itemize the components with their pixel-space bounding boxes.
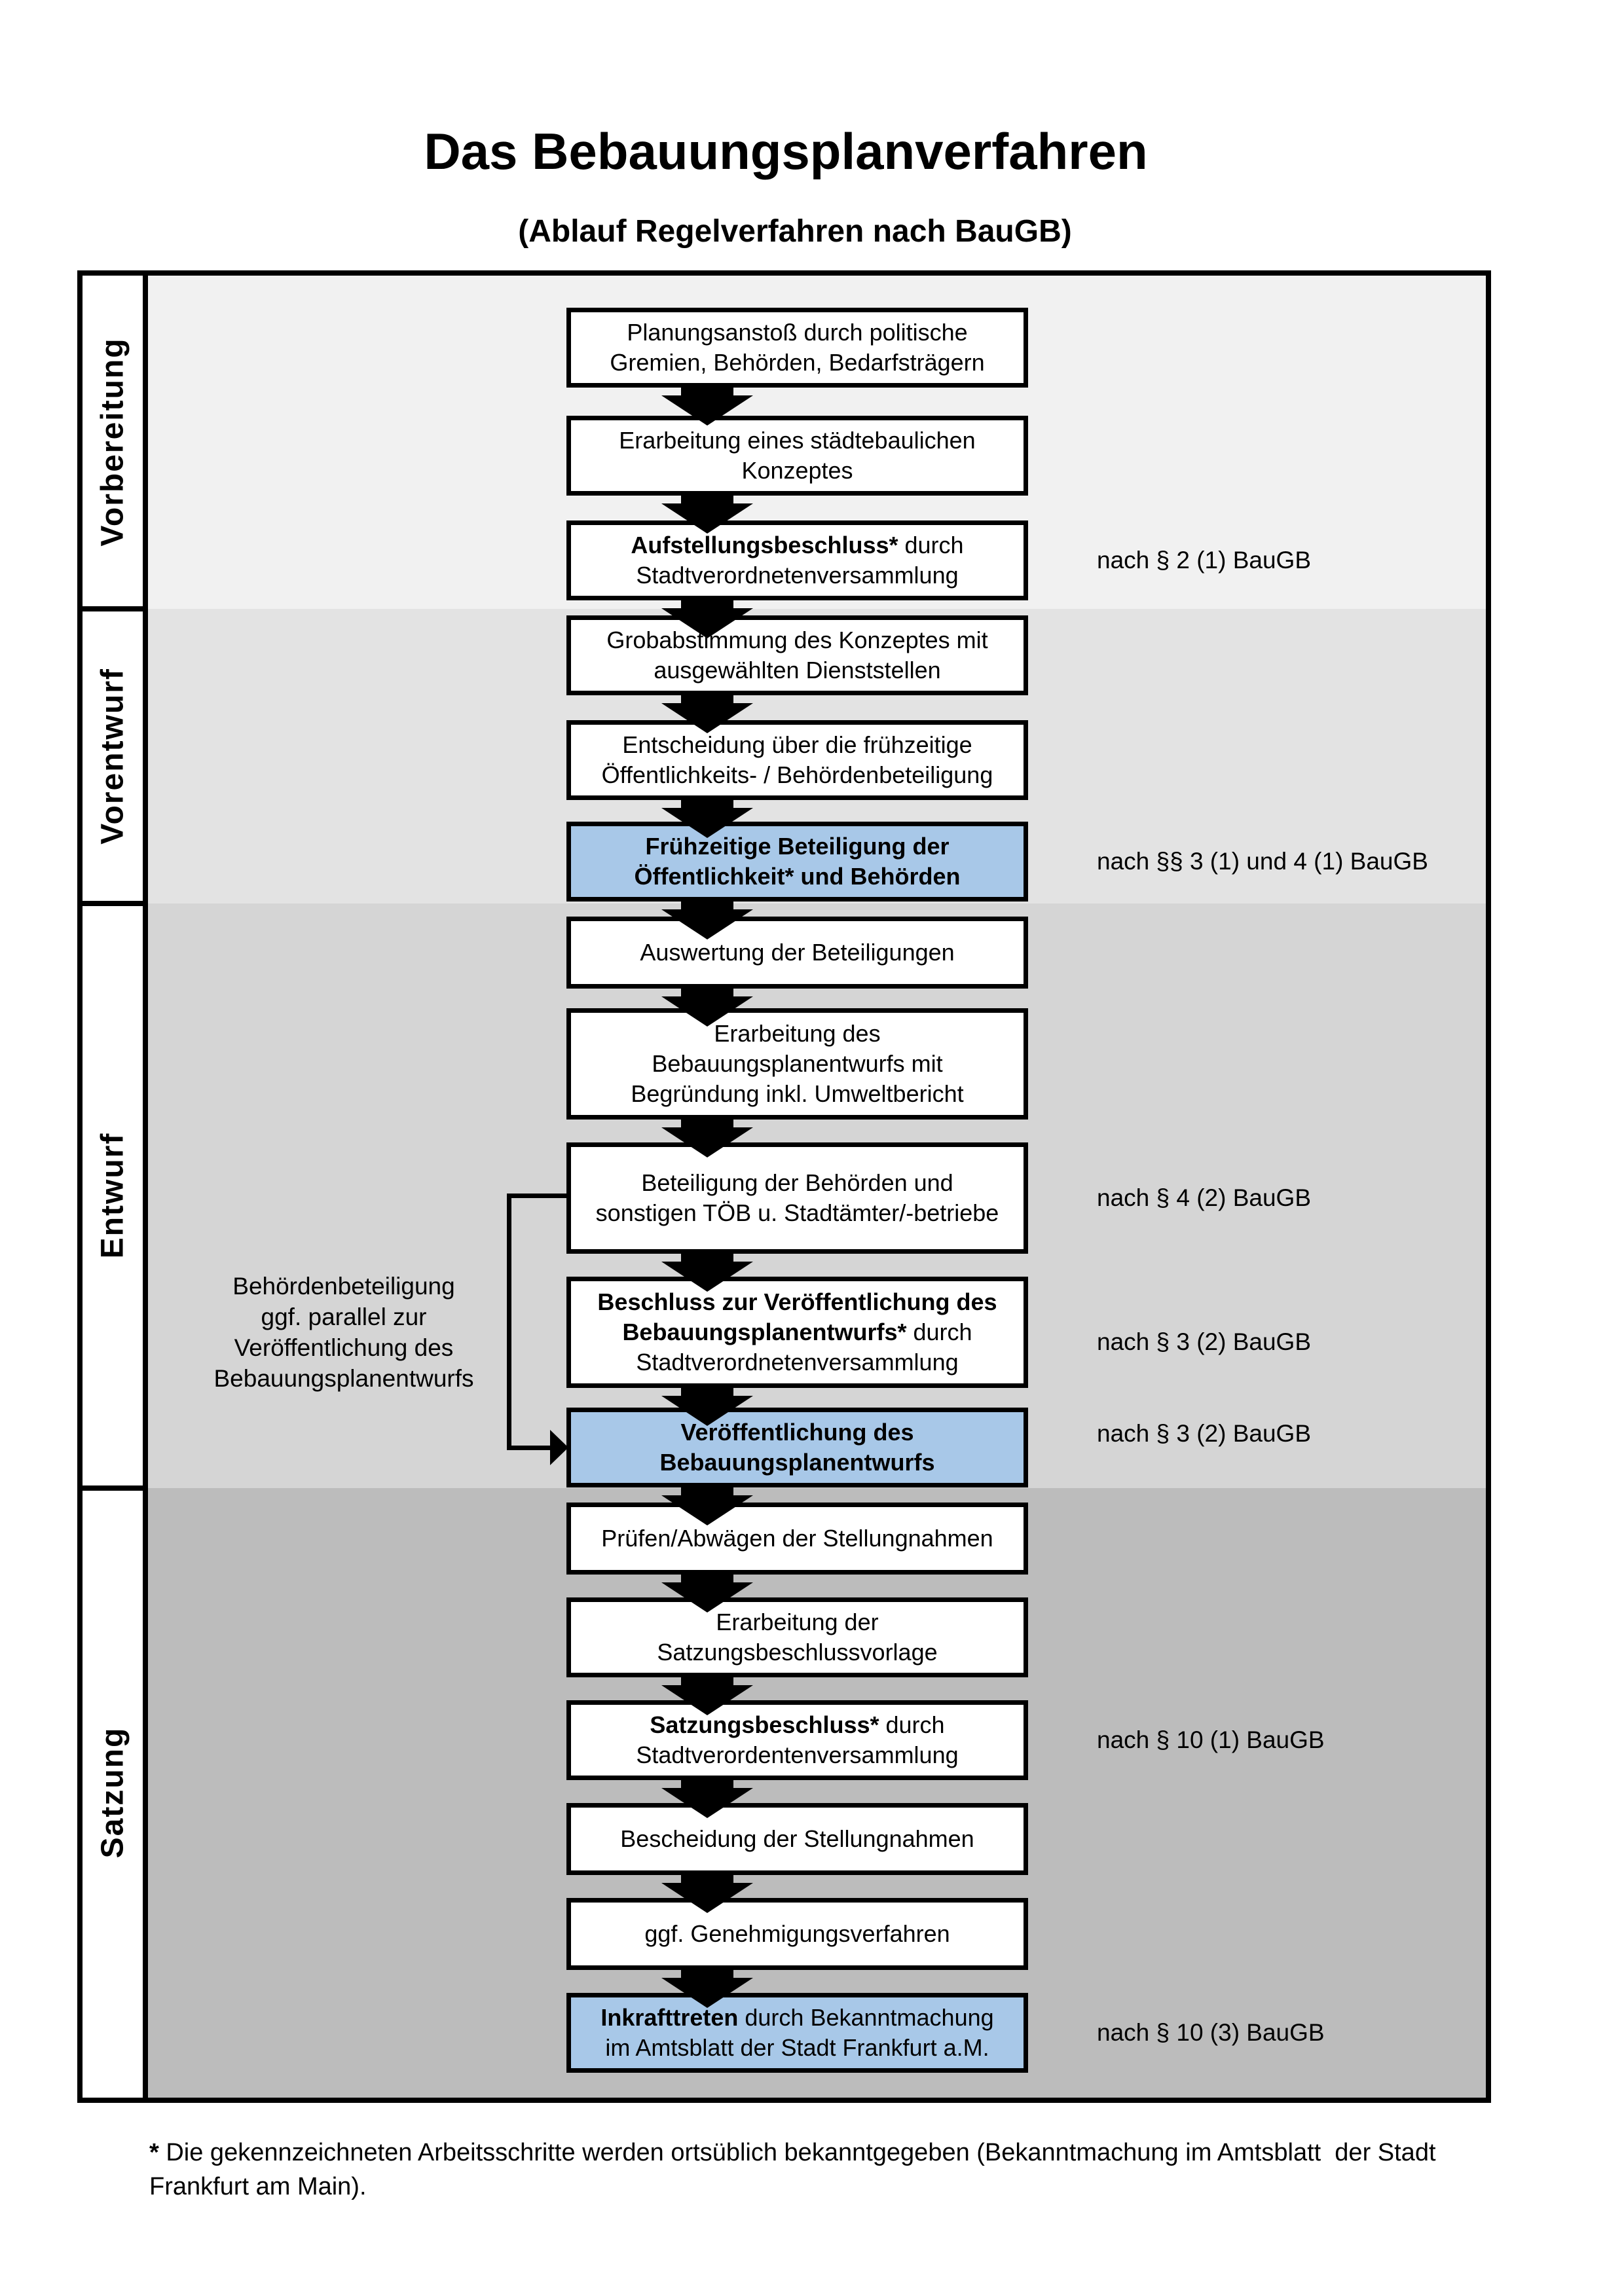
flow-arrow-down-icon [661,693,753,733]
phase-label-vorentwurf: Vorentwurf [95,668,130,845]
connector-line-vertical [507,1194,511,1450]
side-note: Behördenbeteiligung ggf. parallel zur Ve… [147,1271,540,1394]
flow-arrow-down-icon [661,797,753,838]
law-reference: nach § 3 (2) BauGB [1097,1420,1312,1447]
flow-arrow-down-icon [661,598,753,638]
flow-arrow-down-icon [661,1572,753,1613]
law-reference: nach § 4 (2) BauGB [1097,1184,1312,1211]
phase-label-entwurf: Entwurf [95,1132,130,1259]
connector-arrow-right-icon [550,1430,568,1465]
law-reference: nach § 2 (1) BauGB [1097,547,1312,574]
phase-separator [80,901,145,906]
footnote: * Die gekennzeichneten Arbeitsschritte w… [149,2139,1436,2200]
flow-arrow-down-icon [661,1485,753,1525]
flow-box-pruefen-abwaegen: Prüfen/Abwägen der Stellungnahmen [566,1503,1028,1575]
side-note-line: Bebauungsplanentwurfs [213,1365,474,1392]
phase-label-satzung: Satzung [95,1726,130,1859]
flow-arrow-down-icon [661,1872,753,1913]
flow-arrow-down-icon [661,1385,753,1426]
flow-arrow-down-icon [661,1251,753,1292]
flow-arrow-down-icon [661,899,753,939]
law-reference: nach §§ 3 (1) und 4 (1) BauGB [1097,848,1428,875]
flow-arrow-down-icon [661,493,753,534]
connector-line-horizontal [507,1446,551,1450]
flow-box-genehmigungsverfahren: ggf. Genehmigungsverfahren [566,1898,1028,1970]
law-reference: nach § 10 (3) BauGB [1097,2019,1325,2046]
page-subtitle: (Ablauf Regelverfahren nach BauGB) [518,214,1072,249]
side-note-line: Veröffentlichung des [234,1334,454,1361]
flow-box-auswertung: Auswertung der Beteiligungen [566,917,1028,989]
law-reference: nach § 3 (2) BauGB [1097,1328,1312,1355]
flow-arrow-down-icon [661,1777,753,1818]
connector-line-horizontal [507,1194,571,1198]
flow-arrow-down-icon [661,1117,753,1157]
phase-label-column [83,276,143,2098]
flow-box-bescheidung: Bescheidung der Stellungnahmen [566,1803,1028,1875]
side-note-line: ggf. parallel zur [261,1303,427,1330]
phase-label-vorbereitung: Vorbereitung [95,337,130,547]
law-reference: nach § 10 (1) BauGB [1097,1726,1325,1753]
flow-arrow-down-icon [661,1967,753,2008]
flow-arrow-down-icon [661,986,753,1027]
flow-arrow-down-icon [661,1675,753,1715]
page-title: Das Bebauungsplanverfahren [424,122,1148,180]
side-note-line: Behördenbeteiligung [232,1273,455,1300]
flow-arrow-down-icon [661,385,753,426]
phase-separator [80,606,145,611]
label-column-border [143,276,148,2098]
phase-separator [80,1485,145,1491]
